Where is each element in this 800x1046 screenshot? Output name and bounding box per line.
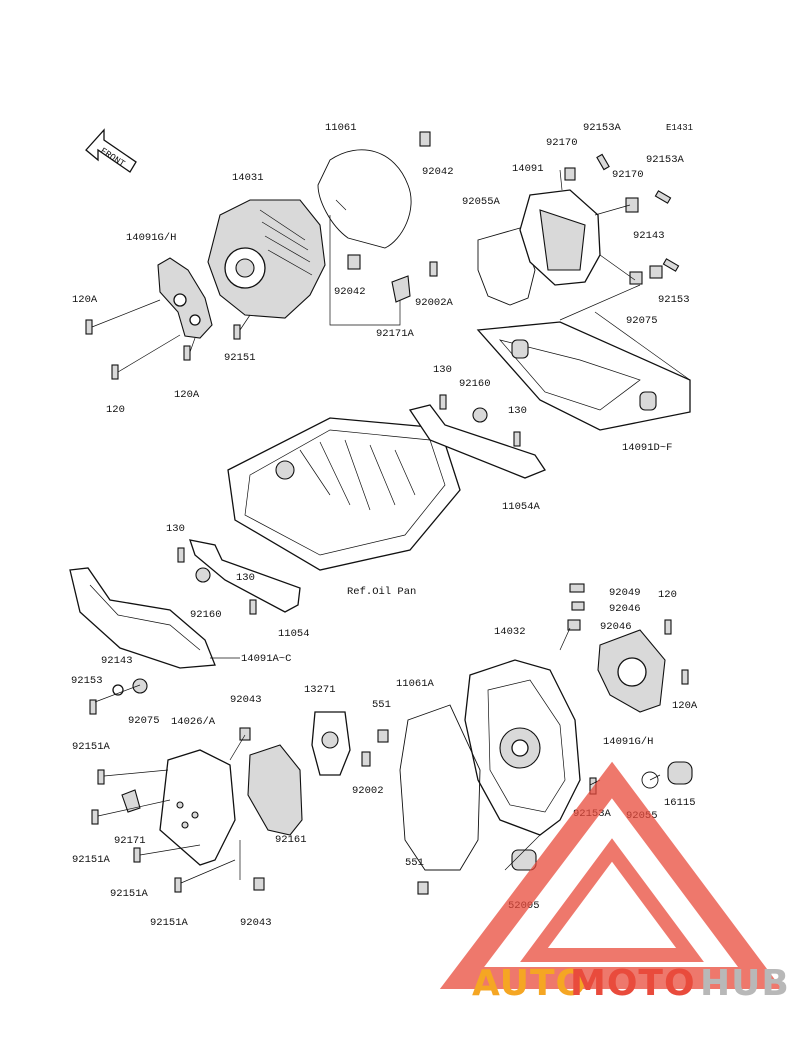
watermark-logo [439, 761, 782, 989]
label-14032: 14032 [494, 626, 526, 638]
label-130-left: 130 [166, 523, 185, 535]
label-92170-top: 92170 [546, 137, 578, 149]
label-130-top: 130 [433, 364, 452, 376]
part-14026a-guard [159, 749, 236, 866]
bolts-bottom-left [91, 727, 371, 893]
label-92002a: 92002A [415, 297, 454, 309]
label-120a-top-left: 120A [72, 294, 98, 306]
part-14091gh-plate-b [597, 629, 666, 713]
bolts-bottom-right [377, 583, 693, 895]
label-92161: 92161 [275, 834, 307, 846]
label-92046-a: 92046 [609, 603, 641, 615]
part-11061-gasket [317, 149, 412, 249]
ref-oil-pan-note: Ref.Oil Pan [347, 586, 416, 598]
bolts-left-mid [89, 678, 148, 715]
part-14091gh-plate [157, 257, 213, 339]
watermark-text: AUTO MOTO HUB [472, 963, 790, 1004]
label-92160-lower: 92160 [190, 609, 222, 621]
label-130-right: 130 [508, 405, 527, 417]
label-130-lower: 130 [236, 572, 255, 584]
front-arrow-icon: FRONT [85, 128, 137, 173]
label-92171: 92171 [114, 835, 146, 847]
label-11054a: 11054A [502, 501, 541, 513]
label-92002: 92002 [352, 785, 384, 797]
label-92153a-right: 92153A [646, 154, 685, 166]
label-92160-top: 92160 [459, 378, 491, 390]
part-92042-dowel [347, 131, 431, 270]
label-120a-lower: 120A [174, 389, 200, 401]
label-14091: 14091 [512, 163, 544, 175]
label-14091gh-right: 14091G/H [603, 736, 653, 748]
label-14026a: 14026/A [171, 716, 216, 728]
label-11054: 11054 [278, 628, 310, 640]
bolts-top-right [564, 153, 680, 285]
label-11061a: 11061A [396, 678, 435, 690]
part-14091-cover [519, 189, 601, 286]
label-92143-top: 92143 [633, 230, 665, 242]
label-92170-right: 92170 [612, 169, 644, 181]
part-14031-cover [207, 199, 326, 319]
part-14032-cover [464, 659, 581, 836]
part-11054a-bracket [408, 404, 546, 479]
label-120-top-left: 120 [106, 404, 125, 416]
bolts-top-left [85, 261, 438, 380]
label-92151a-4: 92151A [150, 917, 189, 929]
label-14091gh-top: 14091G/H [126, 232, 176, 244]
label-92042-mid: 92042 [334, 286, 366, 298]
part-11054-bracket [189, 539, 301, 613]
label-551-top: 551 [372, 699, 391, 711]
label-92153-top: 92153 [658, 294, 690, 306]
label-551-bottom: 551 [405, 857, 424, 869]
label-92075-top: 92075 [626, 315, 658, 327]
oil-pan [227, 417, 461, 571]
label-92042-top: 92042 [422, 166, 454, 178]
part-14091ac-fairing [69, 567, 216, 669]
watermark-hub: HUB [700, 963, 790, 1004]
part-14091df-fairing [476, 321, 691, 431]
label-92043-bottom: 92043 [240, 917, 272, 929]
label-92143-left: 92143 [101, 655, 133, 667]
label-92151a-3: 92151A [110, 888, 149, 900]
part-13271-plate [311, 711, 351, 776]
label-14091ac: 14091A~C [241, 653, 291, 665]
label-14031: 14031 [232, 172, 264, 184]
label-120-right: 120 [658, 589, 677, 601]
watermark-moto: MOTO [570, 963, 696, 1004]
label-92153-left: 92153 [71, 675, 103, 687]
watermark-auto: AUTO [472, 963, 587, 1004]
diagram-code: E1431 [666, 123, 693, 133]
label-92055a: 92055A [462, 196, 501, 208]
label-120a-right: 120A [672, 700, 698, 712]
bolts-center [177, 394, 521, 615]
label-14091df: 14091D~F [622, 442, 672, 454]
label-13271: 13271 [304, 684, 336, 696]
label-92075-left: 92075 [128, 715, 160, 727]
label-92171a: 92171A [376, 328, 415, 340]
label-92049: 92049 [609, 587, 641, 599]
label-92046-b: 92046 [600, 621, 632, 633]
part-11061a-gasket [399, 704, 481, 871]
label-16115: 16115 [664, 797, 696, 809]
label-92153a-top: 92153A [583, 122, 622, 134]
label-92151a-2: 92151A [72, 854, 111, 866]
label-92151-top: 92151 [224, 352, 256, 364]
label-92151a-1: 92151A [72, 741, 111, 753]
label-92043-top: 92043 [230, 694, 262, 706]
part-92161-cover [247, 744, 303, 836]
label-11061: 11061 [325, 122, 357, 134]
